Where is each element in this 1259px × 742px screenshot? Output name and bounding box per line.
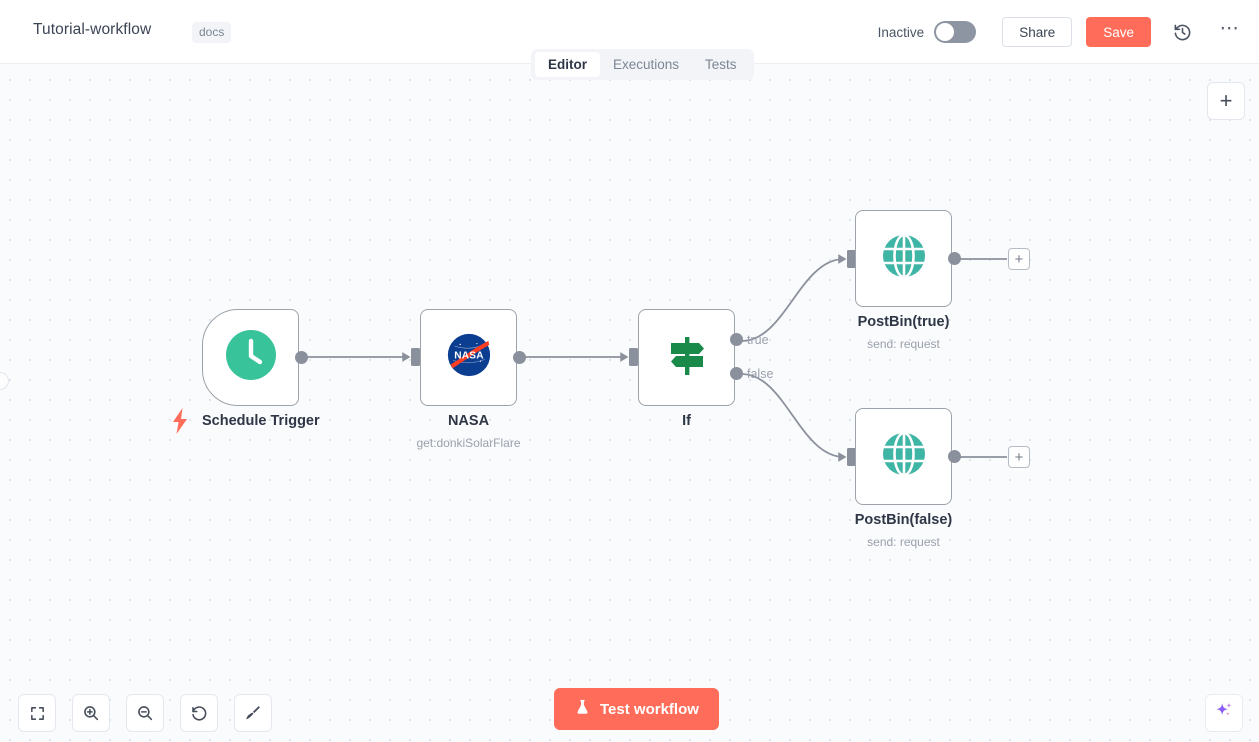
flask-icon — [574, 698, 591, 720]
output-endpoint-nasa[interactable] — [513, 351, 526, 364]
tab-executions[interactable]: Executions — [613, 57, 680, 72]
add-node-button[interactable]: + — [1207, 82, 1245, 120]
activation-label: Inactive — [877, 24, 925, 40]
tab-editor[interactable]: Editor — [535, 52, 600, 77]
save-button[interactable]: Save — [1086, 17, 1151, 47]
output-endpoint-schedule-trigger[interactable] — [295, 351, 308, 364]
page-title[interactable]: Tutorial-workflow — [33, 21, 152, 38]
connection-edges — [307, 250, 1007, 466]
node-nasa[interactable]: NASA — [420, 309, 517, 406]
fit-to-view-button[interactable] — [18, 694, 56, 732]
test-workflow-button[interactable]: Test workflow — [554, 688, 719, 730]
node-if[interactable] — [638, 309, 735, 406]
workflow-canvas[interactable]: Schedule Trigger NASA NASA get:donkiSola… — [0, 64, 1259, 742]
zoom-in-button[interactable] — [72, 694, 110, 732]
signpost-icon — [663, 331, 711, 384]
tidy-up-button[interactable] — [234, 694, 272, 732]
share-button[interactable]: Share — [1002, 17, 1073, 47]
svg-text:NASA: NASA — [454, 351, 484, 362]
node-schedule-trigger[interactable] — [202, 309, 299, 406]
history-icon[interactable] — [1169, 19, 1195, 45]
workflow-tag-docs[interactable]: docs — [192, 22, 232, 43]
canvas-controls — [18, 694, 272, 732]
globe-icon — [880, 232, 928, 285]
output-label-false: false — [747, 367, 774, 381]
sparkle-icon — [1213, 700, 1235, 727]
ai-assistant-button[interactable] — [1205, 694, 1243, 732]
node-subtitle-postbin-false: send: request — [867, 535, 940, 549]
output-endpoint-if-false[interactable] — [730, 367, 743, 380]
toggle-knob — [936, 23, 955, 41]
output-endpoint-postbin-true[interactable] — [948, 252, 961, 265]
node-subtitle-postbin-true: send: request — [867, 337, 940, 351]
node-label-if: If — [682, 413, 691, 429]
test-workflow-label: Test workflow — [600, 700, 699, 718]
node-postbin-true[interactable] — [855, 210, 952, 307]
ellipsis-icon[interactable]: ⋯ — [1219, 17, 1241, 39]
editor-tabs: Editor Executions Tests — [531, 49, 754, 80]
node-label-postbin-true: PostBin(true) — [857, 314, 950, 330]
reset-zoom-button[interactable] — [180, 694, 218, 732]
output-label-true: true — [747, 333, 769, 347]
node-subtitle-nasa: get:donkiSolarFlare — [416, 436, 521, 450]
node-label-nasa: NASA — [447, 413, 490, 429]
node-label-postbin-false: PostBin(false) — [854, 512, 953, 528]
clock-icon — [225, 329, 277, 386]
header-actions: Inactive Share Save ⋯ — [878, 0, 1243, 64]
add-node-after-postbin-true[interactable]: + — [1008, 248, 1030, 270]
zoom-out-button[interactable] — [126, 694, 164, 732]
output-endpoint-if-true[interactable] — [730, 333, 743, 346]
tab-tests[interactable]: Tests — [705, 57, 737, 72]
add-node-after-postbin-false[interactable]: + — [1008, 446, 1030, 468]
trigger-bolt-icon — [171, 408, 189, 439]
globe-icon — [880, 430, 928, 483]
node-label-schedule-trigger: Schedule Trigger — [202, 413, 320, 429]
nasa-logo-icon: NASA — [447, 333, 491, 382]
output-endpoint-postbin-false[interactable] — [948, 450, 961, 463]
activation-toggle[interactable] — [934, 21, 977, 43]
node-postbin-false[interactable] — [855, 408, 952, 505]
